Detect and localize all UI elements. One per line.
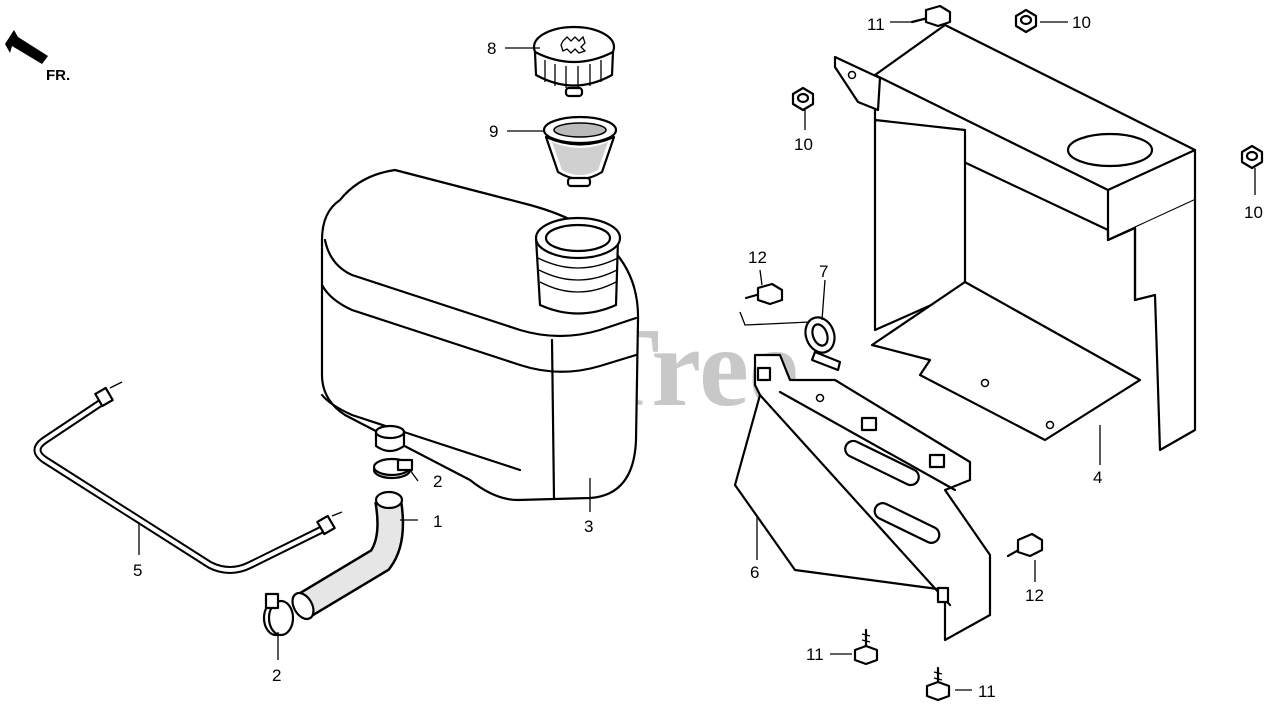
- callout-11-top: 11: [867, 15, 885, 34]
- callout-12-upper: 12: [748, 248, 767, 267]
- bolt-icon-lower: [1006, 532, 1044, 558]
- clip-part-lower: [262, 592, 295, 637]
- callout-11-bottom: 11: [978, 682, 996, 701]
- callout-6: 6: [750, 563, 759, 582]
- bolt-icon-top: [910, 4, 952, 28]
- callout-3: 3: [584, 517, 593, 536]
- callout-12-lower: 12: [1025, 586, 1044, 605]
- front-label: FR.: [46, 67, 70, 84]
- callout-10-left: 10: [794, 135, 813, 154]
- bolt-icon-middle: [853, 628, 879, 666]
- callout-2-upper: 2: [433, 472, 442, 491]
- callout-1: 1: [433, 512, 442, 531]
- tube-part: [291, 490, 405, 621]
- clip-part-upper: [372, 457, 414, 480]
- stay-part: [733, 353, 992, 642]
- callout-8: 8: [487, 39, 496, 58]
- callout-4: 4: [1093, 468, 1102, 487]
- bolt-icon-upper: [744, 282, 784, 306]
- callout-11-middle: 11: [806, 645, 824, 664]
- pipe-part: [33, 381, 343, 574]
- callout-7: 7: [819, 262, 828, 281]
- callout-10-right: 10: [1244, 203, 1263, 222]
- callout-5: 5: [133, 561, 142, 580]
- tank-cover-part: [833, 23, 1197, 452]
- bolt-icon-bottom: [925, 666, 951, 702]
- nut-icon-top: [1014, 8, 1038, 34]
- callout-10-top: 10: [1072, 13, 1091, 32]
- nut-icon-right: [1240, 144, 1264, 170]
- cap-part: [532, 25, 616, 98]
- front-arrow-icon: [5, 30, 48, 64]
- callout-2-lower: 2: [272, 666, 281, 685]
- hose-clamp-part: [804, 316, 842, 372]
- leader-lines: [138, 21, 1256, 691]
- tank-part: [320, 168, 640, 502]
- callout-9: 9: [489, 122, 498, 141]
- nut-icon-left: [791, 86, 815, 112]
- strainer-part: [542, 115, 618, 188]
